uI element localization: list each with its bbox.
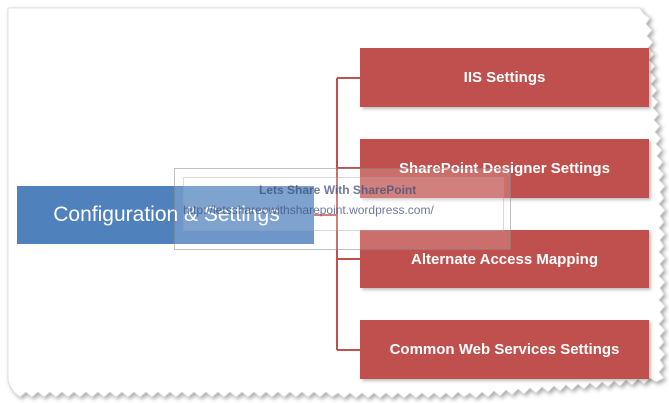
watermark-title: Lets Share With SharePoint [259,183,417,197]
child-node-common-web-services-settings: Common Web Services Settings [360,320,649,379]
watermark-box: Lets Share With SharePoint http://letssh… [174,168,511,250]
root-node: Configuration & Settings [17,186,314,244]
child-node-label: SharePoint Designer Settings [399,160,610,177]
watermark-inner-frame [183,177,504,231]
watermark-url: http://letsshareowithsharepoint.wordpres… [183,203,434,217]
child-node-label: Alternate Access Mapping [411,250,598,268]
child-node-alternate-access-mapping: Alternate Access Mapping [360,230,649,288]
child-node-label: Common Web Services Settings [389,341,620,358]
child-node-sharepoint-designer-settings: SharePoint Designer Settings [360,139,649,198]
root-node-label: Configuration & Settings [53,203,280,226]
child-node-label: IIS Settings [463,69,546,86]
child-node-iis-settings: IIS Settings [360,48,649,107]
